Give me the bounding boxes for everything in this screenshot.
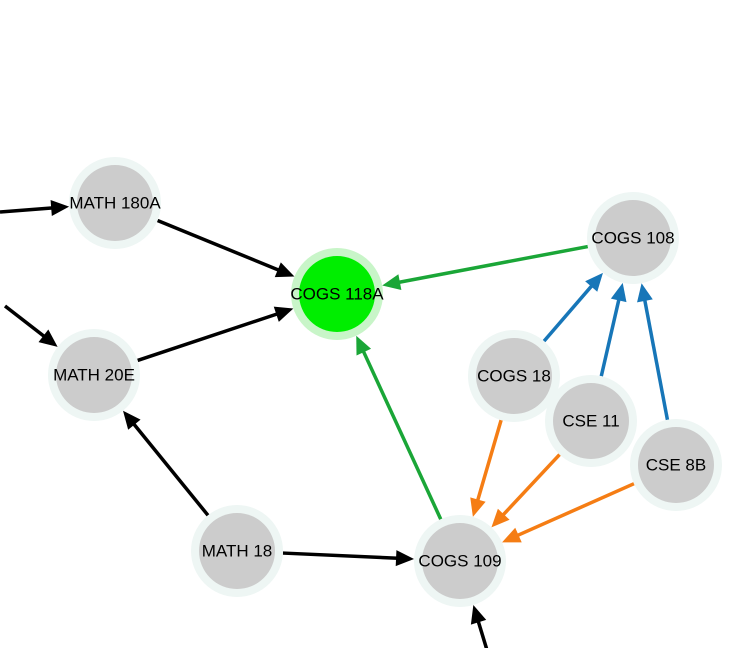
edge-cse11-to-cogs108 [599, 282, 627, 377]
node-circle[interactable] [595, 200, 671, 276]
arrowhead-icon [50, 200, 70, 216]
arrowhead-icon [395, 550, 415, 567]
node-label: MATH 20E [53, 366, 135, 385]
edge-cogs18-to-cogs108 [542, 272, 603, 343]
edge-math18-to-cogs109 [282, 550, 415, 567]
arrowhead-icon [382, 274, 402, 290]
edge-line [397, 244, 589, 285]
arrowhead-icon [273, 306, 294, 322]
edge-math20e-to-cogs118a [137, 306, 294, 363]
edge-line [0, 206, 54, 214]
edge-offscreen-bottom-to-cogs109 [470, 605, 489, 648]
node-cogs118a[interactable]: COGS 118A [290, 248, 384, 340]
edge-cogs109-to-cogs118a [356, 335, 443, 520]
edge-cse8b-to-cogs108 [637, 283, 670, 421]
edge-cogs18-to-cogs109 [470, 419, 503, 517]
node-label: CSE 11 [562, 412, 619, 431]
arrowhead-icon [470, 605, 487, 625]
edge-line [131, 422, 210, 517]
node-cse11[interactable]: CSE 11 [545, 375, 637, 467]
edge-offscreen-left-top-to-math180a [0, 200, 70, 216]
node-math20e[interactable]: MATH 20E [48, 329, 140, 421]
edge-cse8b-to-cogs109 [502, 482, 635, 543]
node-label: COGS 108 [591, 229, 674, 248]
node-label: CSE 8B [646, 456, 706, 475]
node-label: MATH 18 [202, 542, 273, 561]
edge-layer [0, 200, 670, 648]
edge-line [3, 304, 47, 339]
edge-math18-to-math20e [123, 410, 210, 517]
edge-line [599, 298, 621, 377]
arrowhead-icon [637, 283, 653, 303]
arrowhead-icon [502, 527, 522, 543]
node-circle[interactable] [77, 165, 153, 241]
edge-line [282, 551, 399, 560]
edge-cogs108-to-cogs118a [382, 244, 589, 290]
edge-line [642, 298, 670, 421]
node-circle[interactable] [422, 523, 498, 599]
edge-line [476, 619, 489, 648]
node-math18[interactable]: MATH 18 [191, 505, 283, 597]
edge-line [515, 482, 635, 538]
node-cogs18[interactable]: COGS 18 [468, 330, 560, 422]
arrowhead-icon [470, 497, 486, 517]
edge-line [137, 311, 279, 363]
node-circle[interactable] [199, 513, 275, 589]
edge-cse11-to-cogs109 [491, 453, 561, 528]
node-label: COGS 18 [477, 367, 551, 386]
arrowhead-icon [491, 508, 510, 528]
arrowhead-icon [610, 282, 627, 303]
edge-line [542, 283, 594, 343]
node-label: COGS 118A [290, 285, 384, 304]
node-label: MATH 180A [69, 194, 161, 213]
edge-line [475, 419, 503, 502]
node-cse8b[interactable]: CSE 8B [630, 419, 722, 511]
edge-line [156, 218, 281, 273]
arrowhead-icon [274, 262, 295, 278]
edge-math180a-to-cogs118a [156, 218, 295, 278]
node-label: COGS 109 [418, 552, 501, 571]
node-circle[interactable] [299, 256, 375, 332]
node-cogs109[interactable]: COGS 109 [414, 515, 506, 607]
arrowhead-icon [38, 329, 58, 347]
node-circle[interactable] [638, 427, 714, 503]
node-circle[interactable] [476, 338, 552, 414]
node-cogs108[interactable]: COGS 108 [587, 192, 679, 284]
arrowhead-icon [585, 272, 603, 292]
arrowhead-icon [123, 410, 141, 430]
edge-offscreen-left-mid-to-math20e [3, 304, 58, 347]
edge-line [361, 349, 443, 520]
node-math180a[interactable]: MATH 180A [69, 157, 161, 249]
node-circle[interactable] [553, 383, 629, 459]
edge-line [501, 453, 561, 517]
node-circle[interactable] [56, 337, 132, 413]
arrowhead-icon [356, 335, 372, 356]
